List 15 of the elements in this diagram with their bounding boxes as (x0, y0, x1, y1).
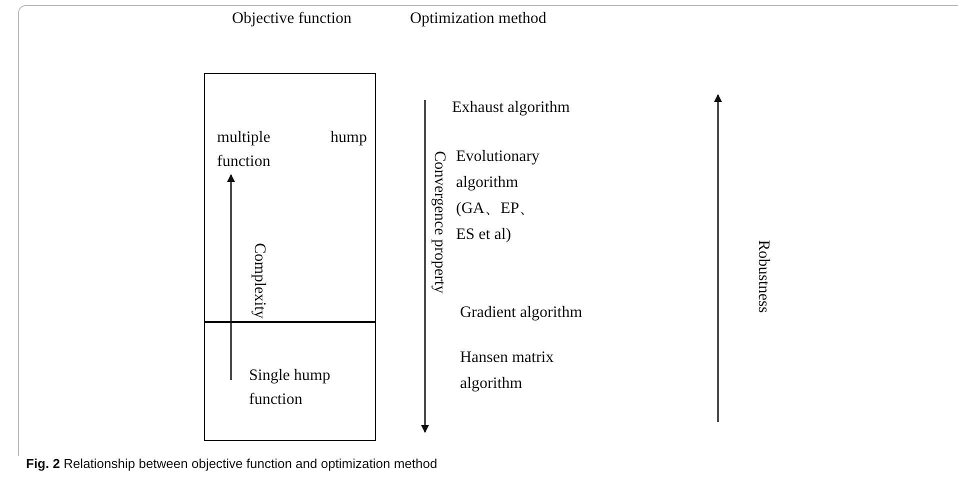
axis-label: Robustness (754, 240, 772, 313)
text-label: Hansen matrix algorithm (460, 348, 555, 394)
box-text: multiple hump function (217, 128, 367, 172)
box-text: Single hump function (249, 366, 332, 410)
text-label: Exhaust algorithm (452, 98, 570, 118)
text-label: Gradient algorithm (460, 303, 582, 323)
figure-caption: Fig. 2 Relationship between objective function and optimization method (26, 456, 438, 471)
function-box (204, 73, 376, 323)
text-label: Evolutionary algorithm (GA、EP、ES et al) (456, 147, 541, 245)
text-label: Objective function (232, 9, 352, 29)
arrow (227, 174, 235, 380)
edge-label: Complexity (250, 243, 268, 319)
function-box (204, 321, 376, 441)
text-label: Optimization method (410, 9, 546, 29)
axis-label: Convergence property (430, 151, 448, 294)
